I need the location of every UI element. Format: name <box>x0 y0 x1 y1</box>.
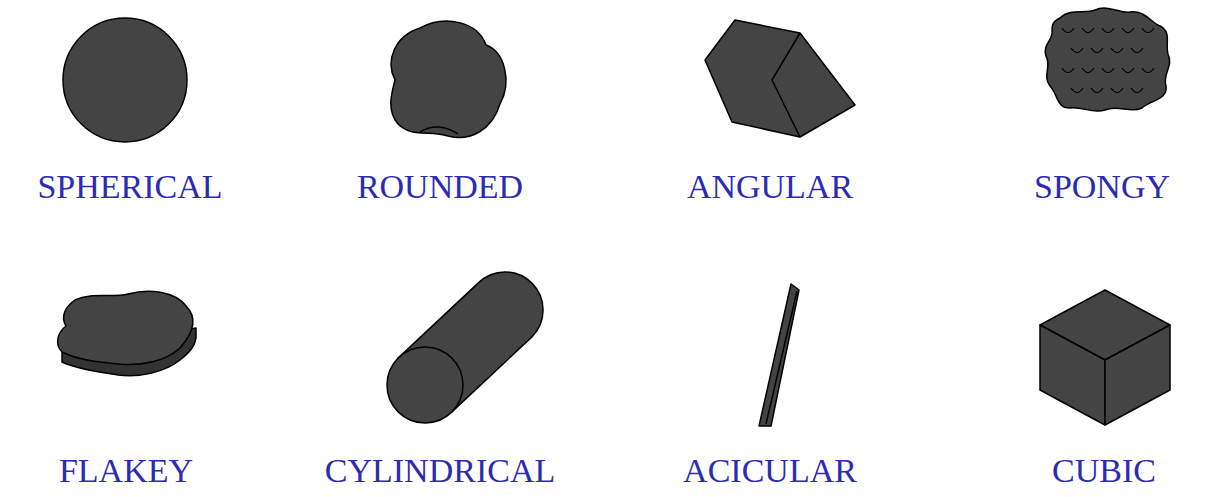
acicular-particle <box>759 284 799 426</box>
cylindrical-particle <box>387 272 543 423</box>
shape-label: CUBIC <box>1052 452 1156 489</box>
cubic-particle <box>1040 290 1170 425</box>
flakey-particle <box>58 291 196 375</box>
shape-label: ROUNDED <box>357 168 523 205</box>
spongy-particle <box>1045 8 1170 111</box>
shape-label: ANGULAR <box>687 168 853 205</box>
shape-label: SPONGY <box>1034 168 1170 205</box>
shape-label: ACICULAR <box>683 452 857 489</box>
angular-particle <box>705 20 855 137</box>
shape-label: FLAKEY <box>59 452 193 489</box>
spherical-particle <box>63 18 187 142</box>
rounded-particle <box>391 21 506 137</box>
shape-label: CYLINDRICAL <box>325 452 555 489</box>
shape-label: SPHERICAL <box>37 168 222 205</box>
